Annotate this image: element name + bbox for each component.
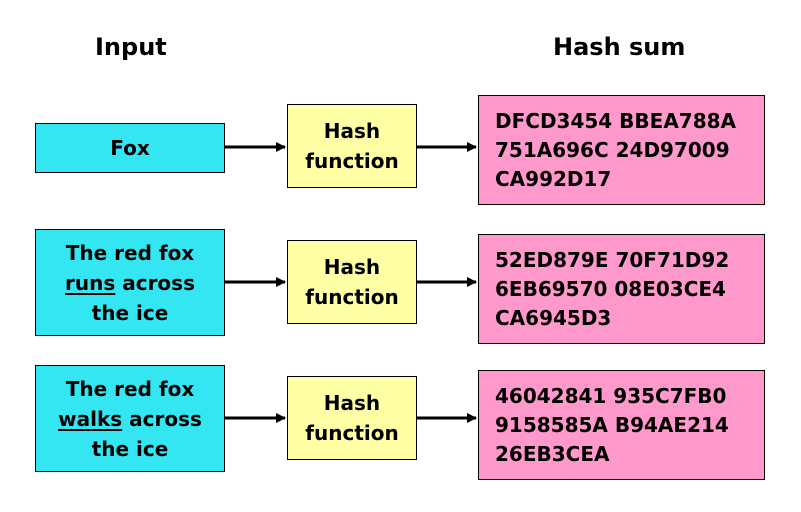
hash-line3: CA992D17 xyxy=(495,166,612,191)
hash-sum-box-2: 52ED879E 70F71D92 6EB69570 08E03CE4 CA69… xyxy=(478,234,765,344)
hash-function-box-2: Hash function xyxy=(287,240,417,324)
input-text-line2-rest: across xyxy=(122,406,202,431)
hash-sum-column-header: Hash sum xyxy=(553,33,686,61)
input-text-line1: The red fox xyxy=(65,240,195,265)
function-label-line2: function xyxy=(305,285,399,309)
input-text-line2: runs across xyxy=(65,268,195,298)
input-text-line2-rest: across xyxy=(115,270,195,295)
hash-sum-box-1: DFCD3454 BBEA788A 751A696C 24D97009 CA99… xyxy=(478,95,765,205)
function-label-line2: function xyxy=(305,421,399,445)
input-text: Fox xyxy=(110,136,150,160)
hash-line1: DFCD3454 BBEA788A xyxy=(495,108,737,133)
input-box-fox: Fox xyxy=(35,123,225,173)
function-label-line1: Hash xyxy=(323,255,381,279)
hash-line2: 9158585A B94AE214 xyxy=(495,412,729,437)
hash-line3: 26EB3CEA xyxy=(495,441,610,466)
input-text-line3: the ice xyxy=(91,300,169,325)
underlined-word: walks xyxy=(58,406,123,431)
hash-sum-box-3: 46042841 935C7FB0 9158585A B94AE214 26EB… xyxy=(478,370,765,480)
hash-line1: 52ED879E 70F71D92 xyxy=(495,247,730,272)
hash-line3: CA6945D3 xyxy=(495,305,612,330)
hash-function-box-3: Hash function xyxy=(287,376,417,460)
function-label-line1: Hash xyxy=(323,391,381,415)
input-text-line1: The red fox xyxy=(65,376,195,401)
input-text-line2: walks across xyxy=(58,404,202,434)
hash-line2: 6EB69570 08E03CE4 xyxy=(495,276,726,301)
function-label-line1: Hash xyxy=(323,119,381,143)
input-box-walks: The red fox walks across the ice xyxy=(35,365,225,472)
input-column-header: Input xyxy=(95,33,167,61)
hash-line1: 46042841 935C7FB0 xyxy=(495,383,727,408)
input-box-runs: The red fox runs across the ice xyxy=(35,229,225,336)
underlined-word: runs xyxy=(65,270,116,295)
function-label-line2: function xyxy=(305,149,399,173)
hash-line2: 751A696C 24D97009 xyxy=(495,137,730,162)
input-text-line3: the ice xyxy=(91,436,169,461)
hash-function-box-1: Hash function xyxy=(287,104,417,188)
